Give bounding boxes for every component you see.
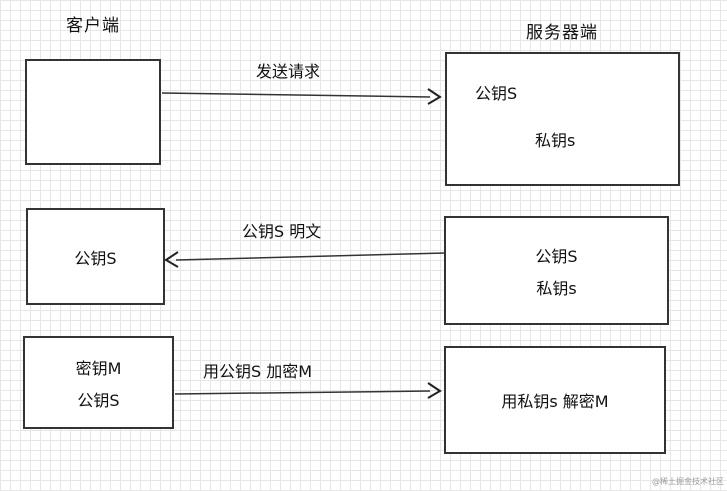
client-box-public-key: 公钥S	[26, 208, 165, 305]
encrypt-with-public-key-label: 用公钥S 加密M	[203, 362, 313, 381]
server-public-key-label-2: 公钥S	[535, 246, 578, 266]
server-private-key-label-2: 私钥s	[536, 278, 577, 298]
client-box-encrypt: 密钥M 公钥S	[23, 336, 174, 429]
server-box-keys: 公钥S 私钥s	[445, 52, 680, 186]
watermark: @稀土掘金技术社区	[652, 477, 724, 486]
client-box-request	[25, 59, 161, 165]
server-public-key-label: 公钥S	[475, 84, 518, 103]
arrow-public-key-reply	[164, 251, 446, 268]
arrow-send-request	[161, 88, 442, 105]
client-public-key-label-3: 公钥S	[77, 390, 120, 410]
decrypt-label: 用私钥s 解密M	[501, 392, 609, 411]
server-box-decrypt: 用私钥s 解密M	[444, 346, 666, 454]
client-header: 客户端	[66, 16, 120, 36]
public-key-plaintext-label: 公钥S 明文	[242, 222, 322, 241]
send-request-label: 发送请求	[256, 62, 321, 81]
server-header: 服务器端	[526, 23, 598, 43]
arrow-encrypted-message	[174, 382, 442, 399]
server-box-keys-2: 公钥S 私钥s	[444, 216, 669, 325]
client-public-key-label: 公钥S	[74, 248, 117, 268]
server-private-key-label: 私钥s	[535, 131, 576, 150]
client-secret-key-label: 密钥M	[75, 358, 122, 378]
